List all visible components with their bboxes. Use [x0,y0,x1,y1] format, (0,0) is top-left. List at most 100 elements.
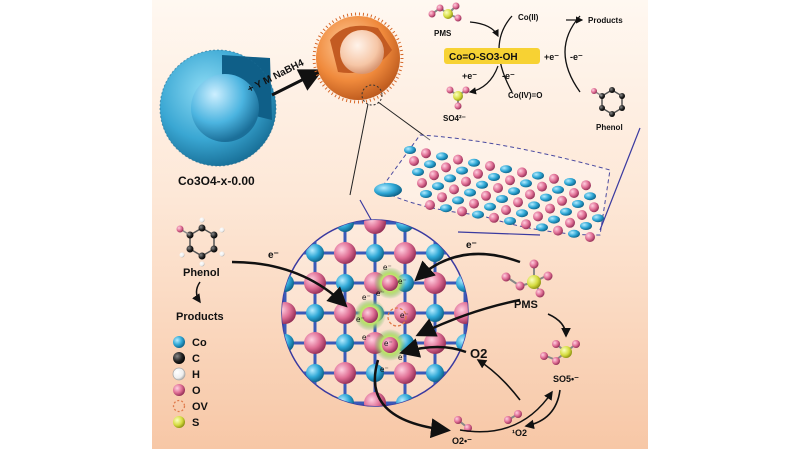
oxygen-atom [334,182,356,204]
sheet-oxygen-atom [449,184,459,195]
oxygen-atom [282,362,296,384]
phenol-molecule-top [591,87,625,117]
sheet-oxygen-atom [553,225,563,236]
electron-mark: e⁻ [398,277,407,286]
sheet-cobalt-atom [472,210,484,219]
sheet-cobalt-atom [440,204,452,213]
surface-sheet [374,134,611,242]
cycle-pms-label: PMS [434,29,452,38]
sheet-oxygen-atom [565,217,575,228]
electron-mark: e⁻ [398,353,407,362]
pms-molecule-top [428,2,462,22]
lower-singlet-o2-label: ¹O2 [512,428,527,438]
legend-label: OV [192,401,209,413]
sheet-cobalt-atom [452,196,464,205]
adsorbed-oxygen [382,275,398,291]
sheet-cobalt-atom [504,217,516,225]
legend-item: S [173,416,199,429]
cobalt-atom [486,244,504,262]
cobalt-atom [426,304,444,322]
electron-mark: e⁻ [362,293,371,302]
electron-mark: e⁻ [383,263,392,272]
lower-o2-label: O2 [470,346,487,361]
sheet-cobalt-atom [584,192,596,201]
lower-products-label: Products [176,311,224,323]
oxygen-atom [484,392,506,414]
sheet-oxygen-atom [457,206,467,217]
cobalt-atom [306,424,324,442]
legend-item: O [173,384,201,397]
cycle-minus-e-right: -e⁻ [570,52,583,62]
electron-mark: e⁻ [400,311,409,320]
oxygen-atom [334,302,356,324]
cycle-co2-label: Co(II) [518,13,539,22]
sheet-cobalt-atom [568,229,580,238]
adsorbed-oxygen [382,337,398,353]
sheet-oxygen-atom [489,212,499,223]
oxygen-atom [282,302,296,324]
sheet-cobalt-atom [528,201,540,210]
cobalt-atom [246,304,264,322]
sheet-oxygen-atom [533,211,543,222]
legend-item: C [173,352,200,365]
pms-activation-arrow [415,298,521,337]
sheet-cobalt-atom [444,174,456,183]
cobalt-atom [282,394,294,406]
phenol-molecule-bottom [176,217,225,267]
oxygen-atom [304,392,326,406]
oxygen-atom [364,220,386,234]
lower-e-left: e⁻ [268,250,279,261]
sheet-oxygen-atom [501,205,511,215]
oxygen-atom [244,212,266,234]
legend-item: Co [173,336,207,349]
legend-label: S [192,417,199,429]
legend-swatch [172,399,186,413]
legend-item: OV [172,399,209,413]
cobalt-atom [282,220,294,232]
sheet-cobalt-atom [484,202,496,211]
sheet-cobalt-atom [476,180,488,189]
sheet-cobalt-atom [520,179,532,188]
sheet-cobalt-atom [488,173,500,181]
sheet-cobalt-atom [580,222,592,230]
cobalt-atom [426,244,444,262]
electron-mark: e⁻ [380,365,389,374]
sheet-oxygen-atom [585,232,595,242]
lower-pms-label: PMS [514,299,538,311]
oxygen-atom [334,242,356,264]
sheet-cobalt-atom [536,223,548,232]
sheet-oxygen-atom [409,156,419,166]
cobalt-atom [336,334,354,352]
adsorbed-oxygen [362,307,378,323]
lower-phenol-label: Phenol [183,267,220,279]
co3o4-sphere [159,49,277,167]
oxygen-atom [454,362,468,384]
lower-superoxide-label: O2•⁻ [452,436,472,446]
cycle-plus-e: +e⁻ [462,71,477,81]
cycle-products-label: Products [588,16,623,25]
sheet-oxygen-atom [473,168,483,179]
sheet-cobalt-atom [456,166,468,175]
sheet-oxygen-atom [461,176,471,187]
oxygen-atom [334,422,356,444]
cycle-so4-label: SO4²⁻ [443,114,466,123]
oxygen-atom [424,332,446,354]
sheet-cobalt-atom [508,187,520,196]
cycle-intermediate-label: Co=O-SO3-OH [449,52,518,63]
legend-swatch [172,367,186,381]
oxygen-atom [334,362,356,384]
sheet-cobalt-atom [564,178,576,186]
sheet-oxygen-atom [441,162,451,173]
oxygen-vacancy [387,307,407,327]
sheet-oxygen-atom [581,180,591,191]
cobalt-atom [456,394,468,406]
sheet-oxygen-atom [517,167,527,178]
oxygen-atom [394,362,416,384]
sheet-oxygen-atom [429,170,439,181]
lattice-zoom-circle [244,182,506,444]
oxygen-atom [364,392,386,406]
sheet-oxygen-atom [481,190,491,201]
